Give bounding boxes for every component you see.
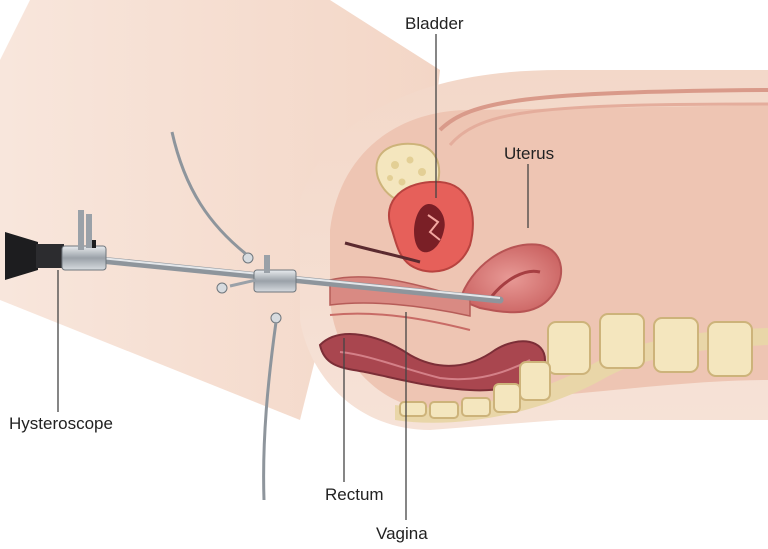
urethra <box>344 241 421 264</box>
uterine-cavity <box>490 269 541 297</box>
spine <box>395 313 768 423</box>
bladder-lumen <box>414 204 445 253</box>
hysteroscope-instrument <box>5 210 504 324</box>
thigh-shape <box>0 0 440 420</box>
label-bladder: Bladder <box>405 14 464 33</box>
label-uterus: Uterus <box>504 144 555 163</box>
abdominal-wall <box>438 88 768 132</box>
inflow-tube <box>170 131 247 256</box>
label-vagina: Vagina <box>376 524 428 543</box>
label-hysteroscope: Hysteroscope <box>9 414 113 433</box>
label-rectum: Rectum <box>325 485 384 504</box>
leader-lines <box>57 34 529 520</box>
outflow-tube <box>262 321 278 501</box>
